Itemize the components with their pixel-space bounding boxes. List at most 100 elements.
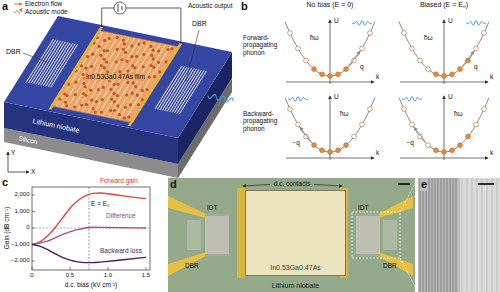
electron-dot	[124, 51, 127, 54]
finger-line	[434, 178, 435, 292]
electron-dot	[151, 49, 154, 52]
empty-state	[482, 107, 487, 112]
wavevector-label: q	[360, 63, 364, 70]
electron-dot	[110, 98, 113, 101]
electron-dot	[94, 110, 97, 113]
electron-dot	[126, 81, 129, 84]
electron-dot	[90, 65, 93, 68]
part-label: DBR	[6, 48, 21, 56]
legend-note: Electron flow	[25, 0, 62, 7]
phonon-wavepacket	[352, 21, 372, 26]
empty-state	[426, 67, 431, 72]
reflector-line	[48, 44, 75, 87]
finger-line	[452, 178, 453, 292]
transducer-finger	[216, 216, 217, 254]
occupied-state	[458, 67, 463, 72]
occupied-state	[320, 148, 325, 153]
axis-title: d.c. bias (kV cm⁻¹)	[65, 281, 118, 288]
band-diagram	[285, 96, 375, 160]
scale-bar	[478, 183, 494, 185]
electron-dot	[82, 82, 85, 85]
momentum-axis	[400, 82, 488, 83]
momentum-axis	[400, 158, 488, 159]
electron-dot	[127, 116, 130, 119]
electron-dot	[97, 88, 100, 91]
transducer-finger	[212, 216, 213, 254]
phonon-wavepacket	[288, 97, 308, 102]
transducer-finger	[222, 216, 223, 254]
backward-loss-curve	[32, 245, 146, 263]
contact-lead	[168, 196, 206, 218]
scale-bar	[398, 183, 410, 185]
band-diagram	[399, 96, 489, 160]
electron-dot	[116, 94, 119, 97]
electron-flow-arrow	[14, 3, 22, 4]
electron-dot	[130, 55, 133, 58]
energy-label: ħω	[340, 110, 349, 117]
occupied-state	[442, 150, 447, 155]
empty-state	[296, 46, 301, 51]
electron-dot	[85, 103, 88, 106]
transducer-finger	[220, 216, 221, 254]
phonon-wavepacket	[402, 97, 422, 102]
electron-dot	[80, 103, 83, 106]
electron-dot	[109, 88, 112, 91]
electron-dot	[149, 45, 152, 48]
empty-state	[360, 46, 365, 51]
dc-contact	[237, 188, 245, 278]
occupied-state	[344, 67, 349, 72]
reflector-line	[394, 220, 395, 250]
electron-dot	[152, 66, 155, 69]
transducer-finger	[369, 216, 370, 254]
finger-line	[496, 178, 497, 292]
finger-line	[481, 178, 482, 292]
plot-frame	[32, 187, 150, 270]
electron-dot	[100, 111, 103, 114]
tick-label: 0	[30, 272, 33, 279]
row-heading: Forward-propagating phonon	[243, 34, 283, 56]
electron-dot	[103, 66, 106, 69]
finger-line	[471, 178, 472, 292]
electron-dot	[141, 89, 144, 92]
acoustic-wavefront	[114, 44, 160, 118]
occupied-state	[312, 67, 317, 72]
transducer-finger	[208, 216, 209, 254]
electron-dot	[74, 81, 77, 84]
electron-dot	[130, 44, 133, 47]
electron-dot	[73, 105, 76, 108]
tick-label: 1,000	[14, 208, 29, 215]
electron-dot	[123, 42, 126, 45]
electron-dot	[100, 64, 103, 67]
band-parabola	[285, 22, 375, 76]
band-diagram	[399, 20, 489, 84]
voltage-source	[114, 2, 126, 14]
micrograph	[418, 178, 500, 292]
finger-line	[491, 178, 492, 292]
electron-dot	[152, 57, 155, 60]
occupied-state	[466, 134, 471, 139]
electron-dot	[142, 65, 145, 68]
tick-label: 0.5	[66, 272, 74, 279]
micrograph-block	[460, 178, 500, 292]
panel-letter: a	[2, 0, 8, 13]
micrograph	[420, 178, 497, 292]
energy-label: ħω	[310, 34, 319, 41]
empty-state	[296, 122, 301, 127]
momentum-axis	[286, 158, 374, 159]
electron-dot	[64, 101, 67, 104]
electron-dot	[58, 97, 61, 100]
tick-label: 2,000	[14, 191, 29, 198]
electron-dot	[153, 75, 156, 78]
transducer-finger	[365, 216, 366, 254]
reflector-line	[46, 43, 73, 86]
electron-dot	[84, 85, 87, 88]
transducer-finger	[224, 216, 225, 254]
reflector-line	[392, 220, 393, 250]
transducer-finger	[363, 216, 364, 254]
transducer-finger	[359, 216, 360, 254]
transducer-finger	[367, 216, 368, 254]
electron-dot	[65, 104, 68, 107]
electron-dot	[133, 66, 136, 69]
transducer-finger	[375, 216, 376, 254]
